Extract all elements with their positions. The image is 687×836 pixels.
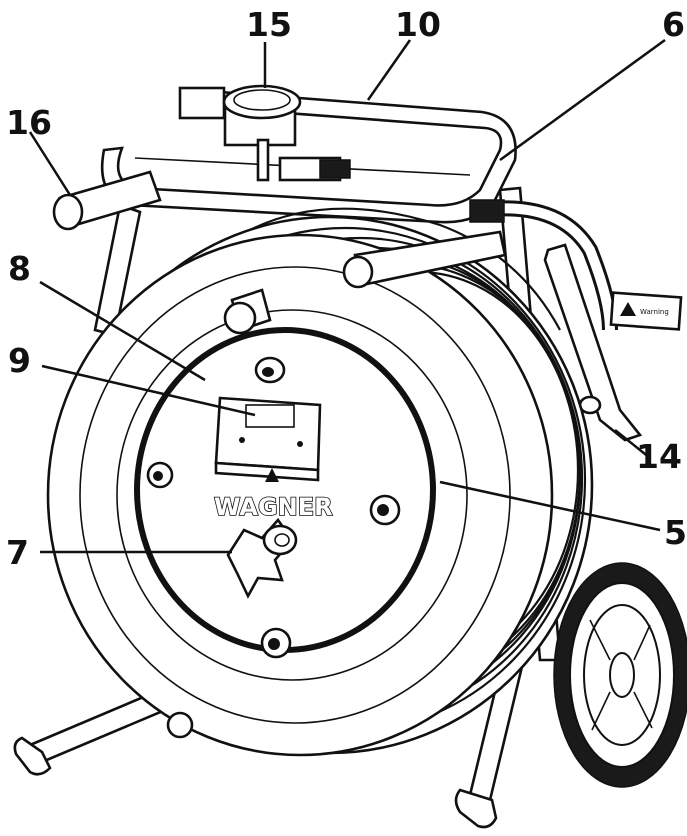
warning-label-text: Warning [640, 308, 669, 316]
reel-handle-peg [166, 230, 507, 739]
hub-plate [134, 327, 436, 659]
wheel [553, 562, 687, 788]
brand-text: WAGNER [214, 493, 333, 521]
callout-10: 10 [395, 5, 441, 44]
wagner-brand: WAGNER [213, 468, 333, 522]
warning-label: Warning [609, 291, 683, 331]
callouts: 15 10 6 16 8 9 14 5 7 [6, 5, 687, 572]
type-plate [214, 396, 322, 482]
callout-16: 16 [6, 103, 52, 142]
locking-knob [226, 517, 298, 599]
callout-6: 6 [662, 5, 685, 44]
flex-hose [469, 199, 618, 331]
callout-5: 5 [664, 513, 687, 552]
leader-lines [28, 38, 666, 554]
handle-grip-left [52, 170, 162, 231]
callout-8: 8 [8, 249, 31, 288]
pressure-gauge [178, 84, 302, 182]
callout-9: 9 [8, 341, 31, 380]
top-fitting [278, 156, 351, 182]
callout-15: 15 [246, 5, 292, 44]
callout-14: 14 [636, 437, 682, 476]
callout-7: 7 [6, 533, 29, 572]
